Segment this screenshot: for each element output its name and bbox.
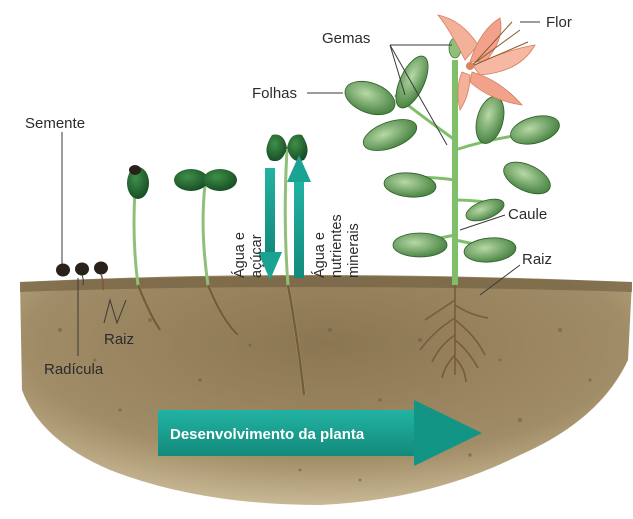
seed-icon: [75, 263, 89, 276]
svg-text:Água e: Água e: [311, 232, 328, 278]
label-flor: Flor: [546, 14, 572, 31]
soil: [20, 275, 632, 505]
label-raiz-young: Raiz: [104, 331, 134, 348]
label-folhas: Folhas: [252, 85, 297, 102]
svg-text:Água e: Água e: [231, 232, 248, 278]
label-gemas: Gemas: [322, 30, 370, 47]
svg-text:minerais: minerais: [346, 223, 362, 278]
development-arrow-label: Desenvolvimento da planta: [170, 426, 365, 443]
label-radicula: Radícula: [44, 361, 104, 378]
seed-icon: [94, 262, 108, 275]
agua-acucar-label: Água e açúcar: [231, 232, 265, 278]
label-caule: Caule: [508, 206, 547, 223]
svg-text:nutrientes: nutrientes: [329, 214, 345, 278]
label-raiz-adult: Raiz: [522, 251, 552, 268]
agua-nutrientes-label: Água e nutrientes minerais: [311, 214, 362, 278]
up-arrow-icon: [287, 155, 311, 278]
svg-text:açúcar: açúcar: [249, 234, 265, 278]
label-semente: Semente: [25, 115, 85, 132]
seed-icon: [56, 264, 70, 277]
